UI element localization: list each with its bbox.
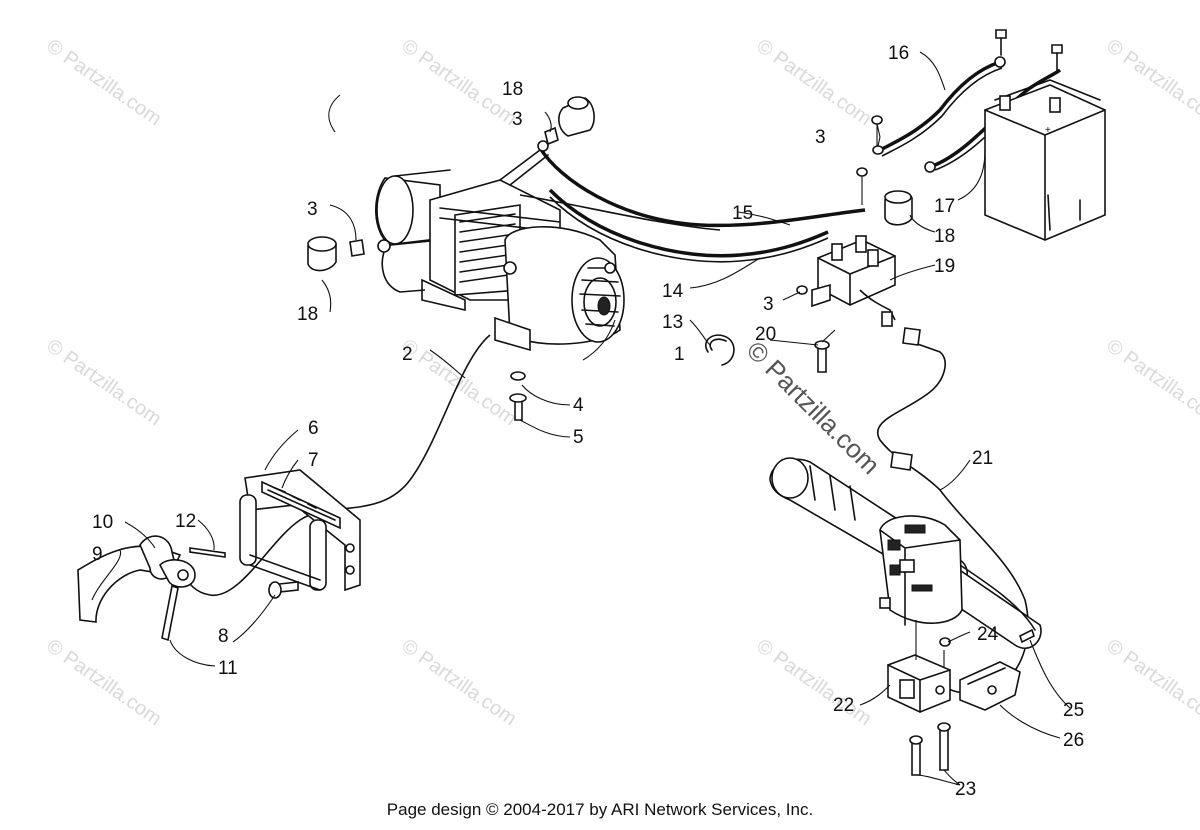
callout-2: 2 bbox=[402, 344, 413, 365]
callout-21: 21 bbox=[972, 448, 993, 469]
leader-lines bbox=[91, 51, 1071, 786]
nut[interactable] bbox=[871, 115, 883, 125]
callout-13: 13 bbox=[662, 312, 683, 333]
clamp-screw[interactable] bbox=[937, 722, 951, 771]
snap-ring[interactable] bbox=[705, 334, 735, 366]
mount-washer-and-bolt[interactable] bbox=[509, 371, 527, 421]
bracket-screw[interactable] bbox=[1019, 628, 1035, 644]
winch-cable-14-inner bbox=[549, 196, 829, 263]
solenoid-screw[interactable] bbox=[814, 340, 830, 373]
callout-18: 18 bbox=[502, 79, 523, 100]
callout-10: 10 bbox=[92, 512, 113, 533]
callout-12: 12 bbox=[175, 511, 196, 532]
callout-23: 23 bbox=[955, 779, 976, 800]
callout-3: 3 bbox=[512, 109, 523, 130]
terminal-boot[interactable] bbox=[884, 190, 913, 226]
footer-copyright: Page design © 2004-2017 by ARI Network S… bbox=[386, 800, 814, 819]
solenoid[interactable] bbox=[811, 235, 896, 327]
battery-cable-16[interactable] bbox=[879, 60, 1001, 152]
callout-8: 8 bbox=[218, 626, 229, 647]
callout-5: 5 bbox=[573, 427, 584, 448]
nut[interactable] bbox=[856, 167, 868, 177]
clamp-screw[interactable] bbox=[909, 735, 923, 776]
battery-bolt[interactable] bbox=[1051, 44, 1063, 71]
callout-3: 3 bbox=[307, 199, 318, 220]
callout-1: 1 bbox=[674, 344, 685, 365]
fairlead-screw[interactable] bbox=[268, 581, 299, 599]
callout-20: 20 bbox=[755, 324, 776, 345]
callout-6: 6 bbox=[308, 418, 319, 439]
battery-bolt[interactable] bbox=[995, 29, 1007, 56]
switch-bracket[interactable] bbox=[959, 661, 1021, 711]
callout-3: 3 bbox=[815, 127, 826, 148]
harness-connector[interactable] bbox=[890, 327, 921, 471]
callout-25: 25 bbox=[1063, 700, 1084, 721]
callout-4: 4 bbox=[573, 395, 584, 416]
battery[interactable]: + bbox=[984, 79, 1106, 241]
winch-cable-14[interactable] bbox=[548, 188, 829, 258]
switch-clamp[interactable] bbox=[887, 654, 951, 713]
nut[interactable] bbox=[872, 145, 884, 155]
terminal-boot[interactable] bbox=[307, 236, 426, 293]
callout-3: 3 bbox=[763, 294, 774, 315]
winch-switch-housing[interactable] bbox=[879, 515, 963, 626]
callout-22: 22 bbox=[833, 695, 854, 716]
callout-18: 18 bbox=[297, 304, 318, 325]
callout-16: 16 bbox=[888, 43, 909, 64]
callout-14: 14 bbox=[662, 281, 684, 302]
svg-text:+: + bbox=[1045, 125, 1051, 136]
callout-18: 18 bbox=[934, 226, 955, 247]
nut[interactable] bbox=[939, 637, 951, 647]
callout-7: 7 bbox=[308, 450, 319, 471]
terminal-boot[interactable] bbox=[544, 96, 595, 146]
callout-15: 15 bbox=[732, 203, 753, 224]
callout-26: 26 bbox=[1063, 730, 1084, 751]
fairlead[interactable] bbox=[239, 469, 361, 592]
winch-assembly[interactable] bbox=[375, 149, 625, 352]
battery-cable-17[interactable] bbox=[934, 68, 1062, 167]
callout-17: 17 bbox=[934, 196, 955, 217]
callout-24: 24 bbox=[977, 624, 999, 645]
callout-9: 9 bbox=[92, 544, 103, 565]
callout-19: 19 bbox=[934, 256, 955, 277]
winch-cable-15[interactable] bbox=[538, 147, 866, 228]
callout-labels: 1 2 3 3 3 3 4 5 6 7 8 9 10 11 12 13 14 1… bbox=[92, 43, 1084, 800]
callout-11: 11 bbox=[218, 658, 238, 679]
hook-and-strap[interactable] bbox=[77, 535, 226, 642]
